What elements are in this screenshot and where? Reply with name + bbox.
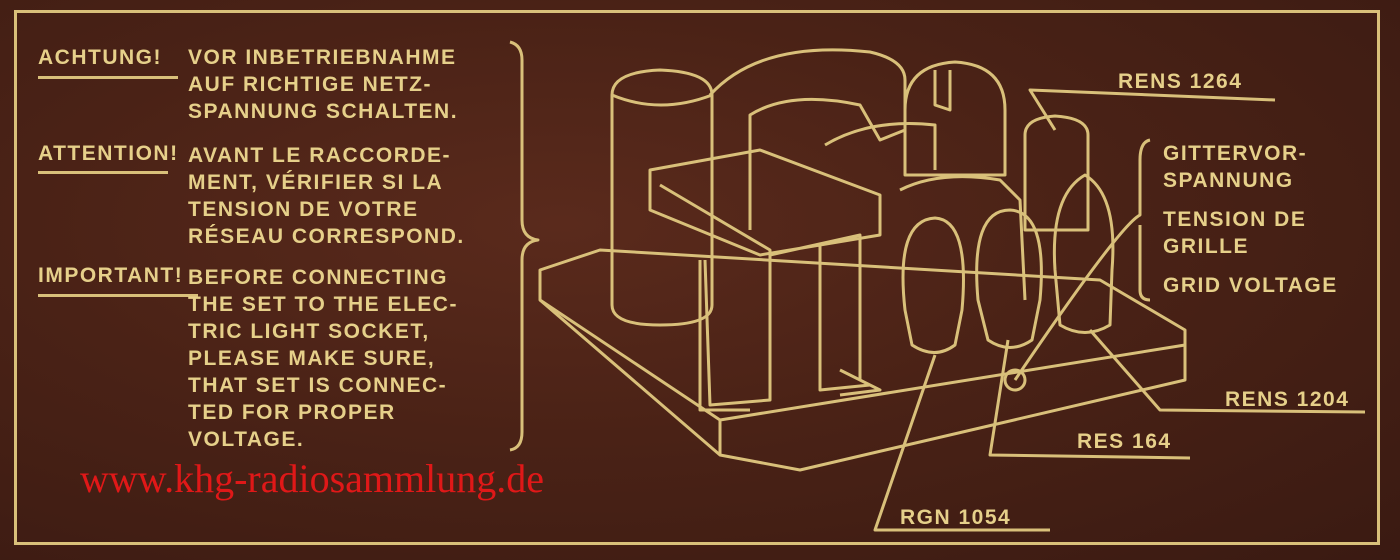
grid-voltage-label: GITTERVOR- SPANNUNG TENSION DE GRILLE GR… [1163, 140, 1338, 299]
warning-heading-german: ACHTUNG! [38, 46, 162, 69]
text-line: SPANNUNG [1163, 169, 1294, 192]
transformer [648, 148, 882, 407]
warning-text-german: VOR INBETRIEBNAHME AUF RICHTIGE NETZ- SP… [188, 44, 458, 125]
tube-rgn-1054 [901, 216, 965, 354]
text-line: PLEASE MAKE SURE, [188, 347, 436, 370]
text-line: VOR INBETRIEBNAHME [188, 46, 457, 69]
capacitor-can [610, 68, 714, 327]
underline [38, 76, 178, 79]
leader-grid-voltage [1013, 138, 1151, 381]
text-line: TENSION DE [1163, 208, 1307, 231]
text-line: GRID VOLTAGE [1163, 274, 1338, 297]
tube-res-164 [975, 208, 1043, 349]
tube-label-rens-1264: RENS 1264 [1118, 70, 1243, 93]
leader-rgn-1054 [873, 354, 1050, 532]
text-line: GITTERVOR- [1163, 142, 1308, 165]
tube-base-block [824, 122, 1027, 301]
text-line: MENT, VÉRIFIER SI LA [188, 171, 444, 194]
text-line: SPANNUNG SCHALTEN. [188, 100, 459, 123]
text-line: THAT SET IS CONNEC- [188, 374, 448, 397]
leader-rens-1264 [1028, 88, 1276, 131]
text-line: AVANT LE RACCORDE- [188, 144, 452, 167]
warning-bracket [509, 40, 540, 452]
text-line: VOLTAGE. [188, 428, 305, 451]
grid-voltage-socket [1003, 368, 1027, 392]
tube-rens-1204-front [1052, 173, 1115, 334]
underline [38, 294, 198, 297]
chassis-front-edge [539, 298, 1186, 455]
tube-rens-1264-top [903, 60, 1007, 177]
text-line: RÉSEAU CORRESPOND. [188, 225, 465, 248]
text-line: AUF RICHTIGE NETZ- [188, 73, 432, 96]
text-line: BEFORE CONNECTING [188, 266, 449, 289]
leader-res-164 [988, 339, 1191, 460]
text-line: TENSION DE VOTRE [188, 198, 419, 221]
tube-label-rgn-1054: RGN 1054 [900, 506, 1012, 529]
warning-text-french: AVANT LE RACCORDE- MENT, VÉRIFIER SI LA … [188, 142, 465, 250]
chassis-base [538, 248, 1187, 472]
label-border [14, 10, 1380, 545]
leader-rens-1204 [1088, 329, 1366, 414]
text-line: GRILLE [1163, 235, 1249, 258]
warning-text-english: BEFORE CONNECTING THE SET TO THE ELEC- T… [188, 264, 458, 453]
tube-label-rens-1204: RENS 1204 [1225, 388, 1350, 411]
loudspeaker-coil [708, 48, 907, 230]
tube-label-res-164: RES 164 [1077, 430, 1172, 453]
text-line: THE SET TO THE ELEC- [188, 293, 458, 316]
warning-heading-english: IMPORTANT! [38, 264, 184, 287]
text-line: TRIC LIGHT SOCKET, [188, 320, 430, 343]
underline [38, 171, 168, 174]
tube-rens-1204 [1023, 114, 1090, 232]
text-line: TED FOR PROPER [188, 401, 396, 424]
warning-heading-french: ATTENTION! [38, 142, 179, 165]
transformer-frame [698, 260, 882, 412]
watermark: www.khg-radiosammlung.de [80, 456, 544, 501]
